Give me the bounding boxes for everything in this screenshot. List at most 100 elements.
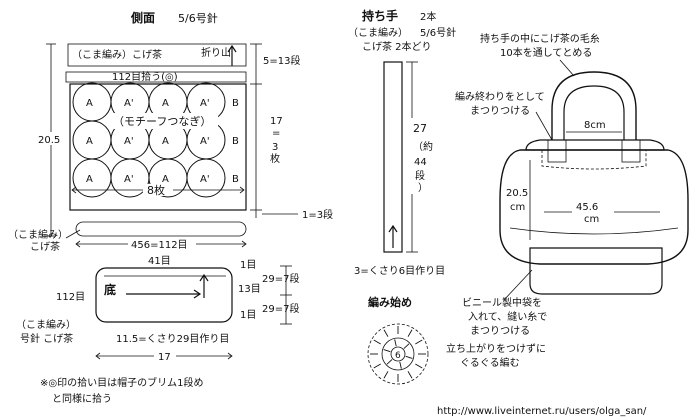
bag-note-top-1: 持ち手の中にこげ茶の毛糸 [480,32,600,45]
handle-length-27: 27 [413,122,427,135]
base-width-bg [154,349,176,362]
base-section: 41目 底 112目 1目 13目 1目 29=7段 29=7段 （こま編み） … [16,256,299,363]
bag-note-bot-1: ビニール製中袋を [462,296,542,309]
side-needle: 5/6号針 [178,11,218,25]
motif-circle [186,158,226,198]
side-right-bottom: 1=3段 [302,208,333,221]
side-right-17: 17 [270,116,283,127]
side-yarn-bottom-1: （こま編み） [8,228,68,241]
handle-count: 2本 [420,10,436,23]
side-top-arrowhead [227,44,237,53]
base-yarn-2: 号針 こげ茶 [20,332,73,345]
base-dim-bot: 29=7段 [262,302,299,315]
stitch-mark-inner [386,359,393,365]
side-width-label: 456=112目 [131,240,188,251]
motif-label: A' [200,98,210,109]
side-height-bg [36,132,64,145]
bag-note-end-leader [535,111,553,141]
base-right-top: 1目 [240,260,256,271]
bag-note-bot-leader [503,269,533,301]
side-top-band [67,43,247,67]
handle-length-paren: （約 [413,140,433,153]
stitch-mark [383,371,389,379]
start-title: 編み始め [368,295,412,309]
stitch-mark-inner [405,355,413,359]
bag-rim [525,139,665,151]
bag-note-end-1: 編み終わりをとして [455,90,545,103]
bag-width-2: cm [584,214,599,225]
bag-note-bot-2: 入れて、縫い糸で [468,310,547,323]
base-arrowhead-right [193,289,202,299]
handle-needle: 5/6号針 [420,26,456,39]
stitch-mark [407,329,413,337]
bag-handle-inner [563,85,625,140]
stitch-mark-inner [394,339,397,347]
stitch-mark-inner [383,349,391,353]
bag-handle-width: 8cm [584,120,606,131]
motif-label: A' [200,174,210,185]
motif-label: A' [124,174,134,185]
side-pickup-band [65,71,247,83]
side-motif-label: （モチーフつなぎ） [113,114,211,128]
handle-title: 持ち手 [362,8,398,23]
bag-body [499,149,689,265]
bag-handle-tab-left [547,139,567,163]
base-dim-top: 29=7段 [262,272,299,285]
bag-height-2: cm [510,202,525,213]
motif-label: A [162,174,169,185]
handle-section: 持ち手 2本 （こま編み） 5/6号針 こげ茶 2本どり 27 （約 44 段 … [348,8,456,277]
side-height-total: 20.5 [38,135,60,146]
bag-illustration-section: 持ち手の中にこげ茶の毛糸 10本を通してとめる 編み終わりをとして まつりつける… [455,32,689,337]
start-note-1: 立ち上がりをつけずに [446,342,546,355]
side-motif-label-bg [108,113,218,129]
bag-height-1: 20.5 [506,188,528,199]
motif-label: A [86,174,93,185]
side-width-bg [128,237,196,250]
base-top-label: 41目 [148,256,171,267]
motif-label: A [86,136,93,147]
handle-yarn-1: （こま編み） [348,26,408,39]
bag-rim-inner [541,150,647,170]
bag-width-1: 45.6 [576,202,598,213]
side-right-top: 5=13段 [263,54,300,67]
side-pickup: 112目拾う(◎) [112,70,178,83]
start-center-count: 6 [395,351,401,361]
motif-label: A' [200,136,210,147]
base-right-bot: 1目 [240,310,256,321]
footnote-line-1: ※◎印の拾い目は帽子のブリム1段め [40,376,203,389]
handle-length-close: ） [418,182,428,194]
start-stitch-marks [370,326,426,382]
motif-label-b: B [232,136,239,147]
base-width: 17 [158,352,171,363]
base-start: 11.5=くさり29目作り目 [116,333,229,345]
base-center-label: 底 [104,282,116,297]
side-bottom-band [75,221,247,237]
motif-label: A [162,136,169,147]
motif-label: A' [124,98,134,109]
handle-strip [383,61,403,253]
motif-label: A [86,98,93,109]
bag-note-bot-3: まつりつける [470,325,530,337]
bag-note-top-2: 10本を通してとめる [500,46,592,59]
side-yarn-bottom-2: こげ茶 [30,240,60,253]
side-count8: 8枚 [147,183,165,197]
stitch-mark-inner [399,361,402,369]
motif-label-b: B [232,174,239,185]
side-count-bg [143,184,173,196]
handle-yarn-2: こげ茶 2本どり [362,40,432,53]
stitch-mark [407,371,413,379]
side-motif-area [69,83,247,211]
stitch-mark-inner [403,343,410,349]
side-yarn-top: （こま編み）こげ茶 [72,48,162,61]
bag-note-end-2: まつりつける [470,105,530,117]
stitch-mark [415,363,423,369]
side-count-arrowheads [71,186,245,194]
base-left-label: 112目 [56,292,85,303]
motif-label-b: B [232,98,239,109]
base-arrowhead-up [199,273,209,282]
stitch-mark [373,363,381,369]
start-inner-ring [381,337,415,371]
handle-length-dan: 段 [415,169,425,182]
motif-label: A' [124,136,134,147]
